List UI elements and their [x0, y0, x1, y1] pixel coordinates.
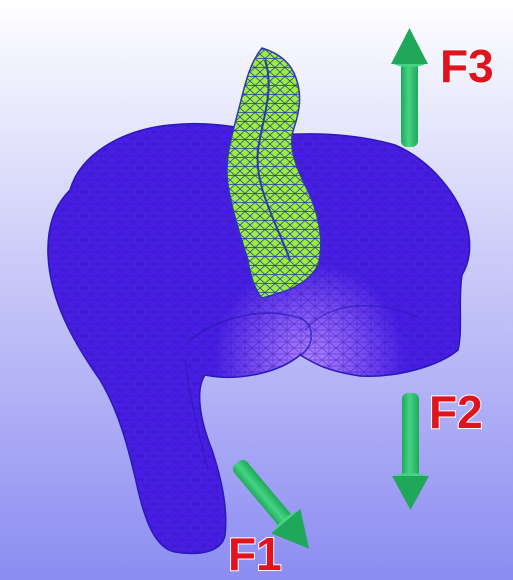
force-label-f2: F2 — [429, 386, 483, 438]
force-label-f1: F1 — [228, 528, 282, 580]
force-label-f3: F3 — [440, 40, 494, 92]
